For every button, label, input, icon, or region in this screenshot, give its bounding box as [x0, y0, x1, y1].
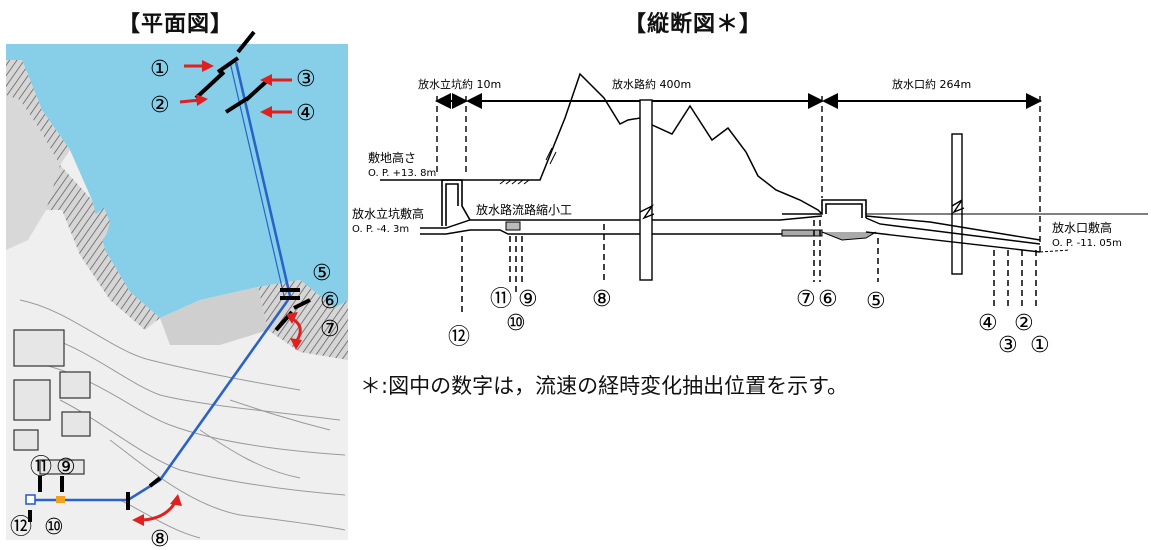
shaft-length-label: 放水立坑約 10m: [418, 77, 501, 91]
break-symbols: [639, 99, 963, 281]
plan-marker-5: ⑤: [312, 261, 332, 286]
plan-marker-11: ⑪: [30, 455, 52, 480]
plan-view-map: ① ② ③ ④ ⑤ ⑥ ⑦ ⑧ ⑨ ⑩ ⑪ ⑫: [6, 30, 348, 550]
profile-point-10: ⑩: [506, 311, 526, 336]
plan-marker-2: ②: [150, 93, 170, 118]
outlet-conduit: [865, 215, 1041, 253]
site-height-value: O. P. +13. 8m: [368, 168, 436, 179]
discharge-channel: [420, 215, 823, 235]
outlet-structure-profile: [782, 199, 867, 218]
discharge-shaft: [441, 179, 471, 226]
shore-land: [6, 95, 60, 250]
profile-point-4: ④: [978, 311, 998, 336]
plan-marker-8: ⑧: [150, 527, 170, 550]
plan-markers: ① ② ③ ④ ⑤ ⑥ ⑦ ⑧ ⑨ ⑩ ⑪ ⑫: [10, 57, 340, 550]
reduction-marker: [56, 496, 65, 503]
contour-lines: [19, 299, 346, 539]
profile-point-1: ①: [1030, 333, 1050, 358]
point-dash-lines: [461, 220, 1037, 312]
shaft-floor-value: O. P. -4. 3m: [352, 224, 409, 235]
plan-marker-7: ⑦: [320, 317, 340, 342]
channel-length-label: 放水路約 400m: [612, 77, 691, 91]
ground-hatch: [499, 147, 557, 185]
outlet-gray-bottom: [821, 231, 877, 241]
profile-points: ① ② ③ ④ ⑤ ⑥ ⑦ ⑧ ⑨ ⑩ ⑪ ⑫: [448, 287, 1050, 358]
plan-marker-12: ⑫: [10, 515, 32, 540]
outlet-gray-segment: [781, 229, 823, 237]
plan-marker-9: ⑨: [56, 455, 76, 480]
profile-point-7: ⑦: [796, 287, 816, 312]
flow-reduction-work: [505, 221, 521, 231]
profile-point-12: ⑫: [448, 325, 470, 350]
outlet-length-label: 放水口約 264m: [892, 77, 971, 91]
break-zigzag-2: [951, 199, 965, 214]
profile-view-title: 【縦断図＊】: [624, 12, 763, 37]
section-ticks: [28, 30, 311, 522]
profile-point-11: ⑪: [490, 287, 512, 312]
outlet-floor-label: 放水口敷高: [1052, 220, 1112, 235]
shaft-marker: [25, 494, 36, 505]
buildings: [13, 329, 91, 475]
plan-marker-10: ⑩: [44, 515, 64, 540]
reduction-label: 放水路流路縮小工: [476, 202, 572, 217]
ground-surface-profile: [380, 72, 823, 215]
plan-marker-3: ③: [296, 67, 316, 92]
outlet-floor-leader: [1039, 249, 1071, 253]
profile-point-9: ⑨: [518, 287, 538, 312]
shaft-floor-label: 放水立坑敷高: [352, 206, 424, 221]
break-zigzag-1: [639, 204, 655, 220]
footnote: ＊:図中の数字は，流速の経時変化抽出位置を示す。: [360, 374, 848, 398]
plan-marker-4: ④: [296, 101, 316, 126]
plan-view-title: 【平面図】: [118, 12, 234, 37]
profile-point-3: ③: [998, 333, 1018, 358]
profile-point-8: ⑧: [592, 287, 612, 312]
plan-marker-6: ⑥: [320, 289, 340, 314]
profile-point-2: ②: [1014, 311, 1034, 336]
site-height-label: 敷地高さ: [368, 150, 416, 165]
seawall: [46, 165, 160, 330]
plan-marker-1: ①: [150, 57, 170, 82]
breakwater: [6, 60, 70, 165]
flow-arrows: [132, 60, 302, 526]
harbor-land: [160, 287, 268, 345]
profile-point-6: ⑥: [818, 287, 838, 312]
profile-point-5: ⑤: [866, 289, 886, 314]
outlet-floor-value: O. P. -11. 05m: [1052, 238, 1122, 249]
